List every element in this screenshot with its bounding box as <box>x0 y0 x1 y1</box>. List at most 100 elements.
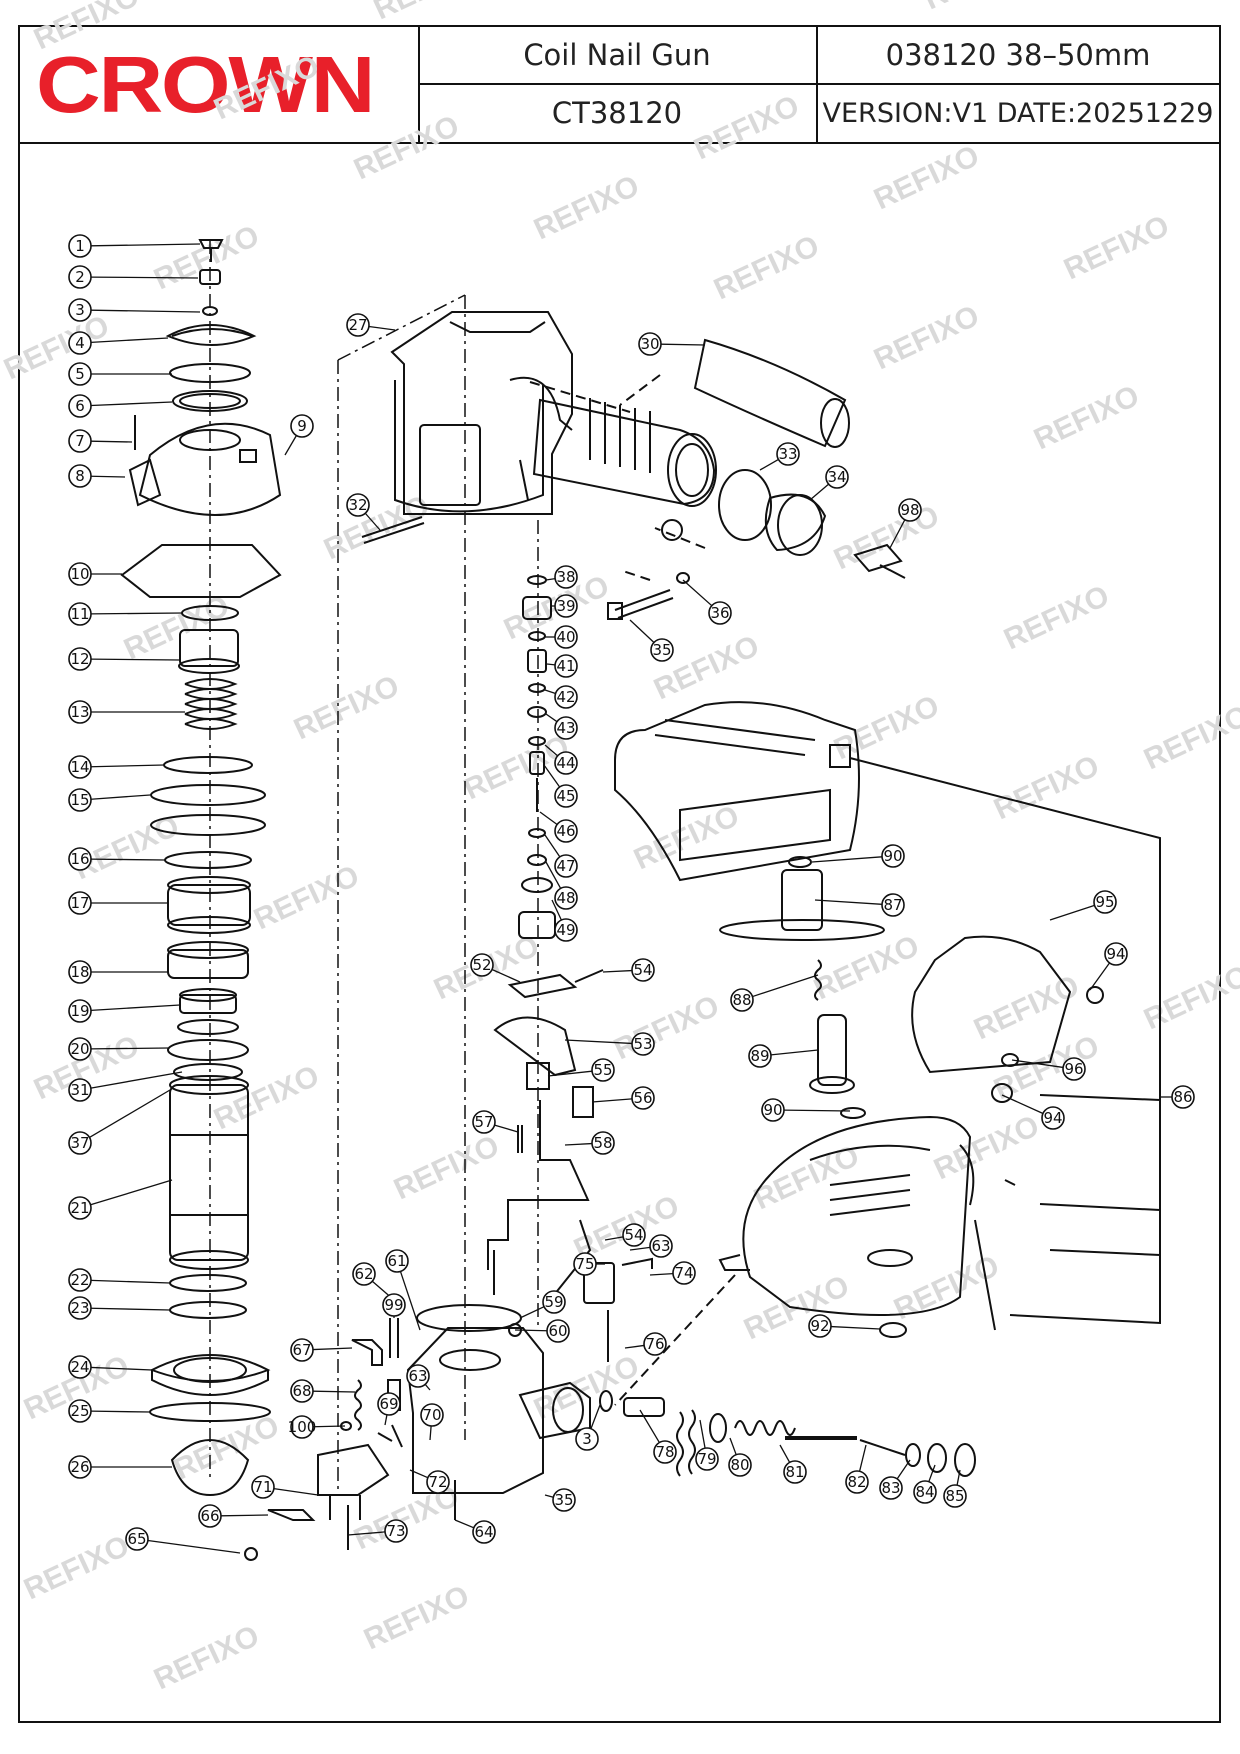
part-callout[interactable]: 62 <box>352 1262 376 1286</box>
part-callout[interactable]: 94 <box>1104 942 1128 966</box>
part-callout[interactable]: 89 <box>748 1044 772 1068</box>
part-callout[interactable]: 69 <box>377 1392 401 1416</box>
part-callout[interactable]: 23 <box>68 1296 92 1320</box>
part-callout[interactable]: 3 <box>575 1427 599 1451</box>
part-callout[interactable]: 52 <box>470 953 494 977</box>
part-callout[interactable]: 10 <box>68 562 92 586</box>
part-callout[interactable]: 34 <box>825 465 849 489</box>
part-callout[interactable]: 40 <box>554 625 578 649</box>
part-callout[interactable]: 14 <box>68 755 92 779</box>
part-callout[interactable]: 99 <box>382 1293 406 1317</box>
part-callout[interactable]: 79 <box>695 1447 719 1471</box>
part-callout[interactable]: 90 <box>881 844 905 868</box>
leader-line <box>602 969 633 973</box>
part-callout[interactable]: 2 <box>68 265 92 289</box>
part-callout[interactable]: 100 <box>288 1415 317 1439</box>
part-callout[interactable]: 72 <box>426 1470 450 1494</box>
part-callout[interactable]: 87 <box>881 893 905 917</box>
part-callout[interactable]: 39 <box>554 594 578 618</box>
leader-line <box>629 1246 651 1251</box>
part-callout[interactable]: 43 <box>554 716 578 740</box>
part-callout[interactable]: 3 <box>68 298 92 322</box>
part-callout[interactable]: 16 <box>68 847 92 871</box>
part-callout[interactable]: 17 <box>68 891 92 915</box>
part-callout[interactable]: 41 <box>554 654 578 678</box>
part-callout[interactable]: 68 <box>290 1379 314 1403</box>
part-callout[interactable]: 44 <box>554 751 578 775</box>
part-callout[interactable]: 92 <box>808 1314 832 1338</box>
part-callout[interactable]: 71 <box>251 1475 275 1499</box>
part-callout[interactable]: 81 <box>783 1460 807 1484</box>
part-callout[interactable]: 18 <box>68 960 92 984</box>
part-callout[interactable]: 15 <box>68 788 92 812</box>
part-callout[interactable]: 54 <box>631 958 655 982</box>
part-callout[interactable]: 11 <box>68 602 92 626</box>
part-callout[interactable]: 13 <box>68 700 92 724</box>
part-callout[interactable]: 67 <box>290 1338 314 1362</box>
part-callout[interactable]: 45 <box>554 784 578 808</box>
part-callout[interactable]: 48 <box>554 886 578 910</box>
part-callout[interactable]: 38 <box>554 565 578 589</box>
part-callout[interactable]: 55 <box>591 1058 615 1082</box>
part-callout[interactable]: 86 <box>1171 1085 1195 1109</box>
part-callout[interactable]: 36 <box>708 601 732 625</box>
part-callout[interactable]: 95 <box>1093 890 1117 914</box>
part-callout[interactable]: 78 <box>653 1440 677 1464</box>
part-callout[interactable]: 31 <box>68 1078 92 1102</box>
part-callout[interactable]: 35 <box>552 1488 576 1512</box>
part-callout[interactable]: 64 <box>472 1520 496 1544</box>
part-callout[interactable]: 60 <box>546 1319 570 1343</box>
part-callout[interactable]: 54 <box>622 1223 646 1247</box>
part-callout[interactable]: 82 <box>845 1470 869 1494</box>
part-callout[interactable]: 57 <box>472 1110 496 1134</box>
part-callout[interactable]: 74 <box>672 1261 696 1285</box>
part-callout[interactable]: 63 <box>406 1364 430 1388</box>
part-callout[interactable]: 83 <box>879 1476 903 1500</box>
part-callout[interactable]: 63 <box>649 1234 673 1258</box>
part-callout[interactable]: 19 <box>68 999 92 1023</box>
part-callout[interactable]: 1 <box>68 234 92 258</box>
part-callout[interactable]: 12 <box>68 647 92 671</box>
part-callout[interactable]: 26 <box>68 1455 92 1479</box>
part-callout[interactable]: 22 <box>68 1268 92 1292</box>
part-callout[interactable]: 61 <box>385 1249 409 1273</box>
part-callout[interactable]: 27 <box>346 313 370 337</box>
part-callout[interactable]: 9 <box>290 414 314 438</box>
part-callout[interactable]: 5 <box>68 362 92 386</box>
part-callout[interactable]: 66 <box>198 1504 222 1528</box>
part-callout[interactable]: 75 <box>573 1252 597 1276</box>
part-callout[interactable]: 4 <box>68 331 92 355</box>
part-callout[interactable]: 88 <box>730 988 754 1012</box>
part-callout[interactable]: 25 <box>68 1399 92 1423</box>
part-callout[interactable]: 53 <box>631 1032 655 1056</box>
part-callout[interactable]: 7 <box>68 429 92 453</box>
part-callout[interactable]: 56 <box>631 1086 655 1110</box>
part-callout[interactable]: 96 <box>1062 1057 1086 1081</box>
part-callout[interactable]: 76 <box>643 1332 667 1356</box>
part-callout[interactable]: 98 <box>898 498 922 522</box>
part-callout[interactable]: 8 <box>68 464 92 488</box>
part-callout[interactable]: 85 <box>943 1484 967 1508</box>
part-callout[interactable]: 21 <box>68 1196 92 1220</box>
part-callout[interactable]: 42 <box>554 685 578 709</box>
part-callout[interactable]: 24 <box>68 1355 92 1379</box>
part-callout[interactable]: 46 <box>554 819 578 843</box>
part-callout[interactable]: 30 <box>638 332 662 356</box>
part-callout[interactable]: 32 <box>346 493 370 517</box>
part-callout[interactable]: 84 <box>913 1480 937 1504</box>
part-callout[interactable]: 70 <box>420 1403 444 1427</box>
part-callout[interactable]: 90 <box>761 1098 785 1122</box>
part-callout[interactable]: 73 <box>384 1519 408 1543</box>
part-callout[interactable]: 49 <box>554 918 578 942</box>
part-callout[interactable]: 94 <box>1041 1106 1065 1130</box>
part-callout[interactable]: 80 <box>728 1453 752 1477</box>
part-callout[interactable]: 59 <box>542 1290 566 1314</box>
part-callout[interactable]: 20 <box>68 1037 92 1061</box>
part-callout[interactable]: 47 <box>554 854 578 878</box>
part-callout[interactable]: 33 <box>776 442 800 466</box>
part-callout[interactable]: 6 <box>68 394 92 418</box>
part-callout[interactable]: 58 <box>591 1131 615 1155</box>
part-callout[interactable]: 65 <box>125 1527 149 1551</box>
part-callout[interactable]: 35 <box>650 638 674 662</box>
part-callout[interactable]: 37 <box>68 1131 92 1155</box>
